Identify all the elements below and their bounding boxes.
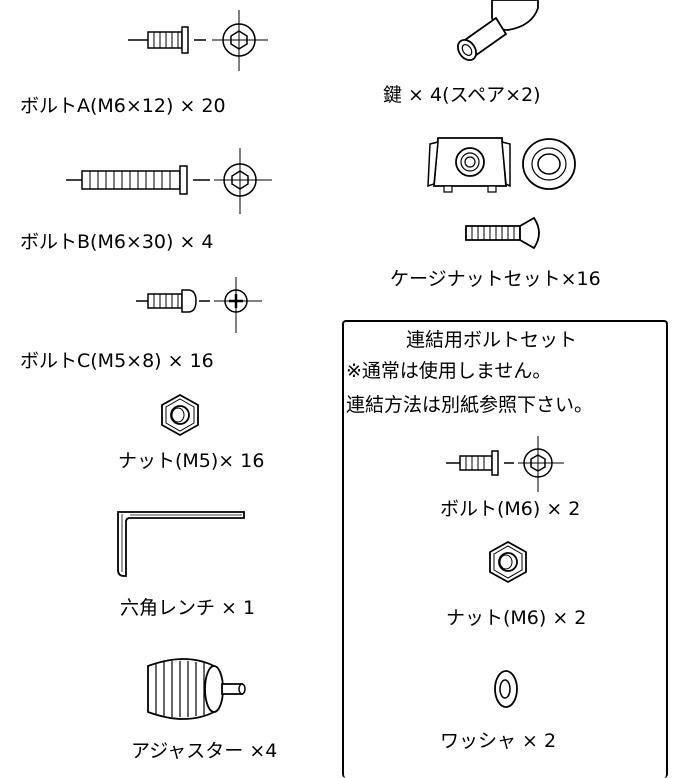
cage-nut-set-label: ケージナットセット×16 — [390, 268, 601, 290]
cage-nut-illustration — [428, 134, 512, 194]
nut-m6-illustration — [486, 540, 530, 584]
connect-box-title: 連結用ボルトセット — [406, 329, 578, 351]
nut-m6-label: ナット(M6) × 2 — [446, 607, 587, 629]
washer-illustration — [492, 668, 520, 710]
key-illustration — [452, 0, 542, 70]
adjuster-illustration — [142, 656, 254, 722]
bolt-a-label: ボルトA(M6×12) × 20 — [20, 95, 226, 117]
bolt-b-illustration — [66, 140, 280, 220]
bolt-b-label: ボルトB(M6×30) × 4 — [20, 231, 214, 253]
bolt-m6-label: ボルト(M6) × 2 — [440, 498, 581, 520]
bolt-c-illustration — [136, 275, 286, 335]
hex-wrench-illustration — [116, 510, 248, 578]
countersunk-screw-illustration — [464, 216, 548, 250]
key-label: 鍵 × 4(スペア×2) — [383, 84, 541, 106]
nut-m5-label: ナット(M5)× 16 — [118, 450, 265, 472]
adjuster-label: アジャスター ×4 — [131, 740, 278, 762]
bolt-m6-illustration — [446, 430, 566, 496]
nut-m5-illustration — [158, 393, 202, 437]
washer-label: ワッシャ × 2 — [440, 730, 557, 752]
hex-wrench-label: 六角レンチ × 1 — [120, 597, 256, 619]
bolt-c-label: ボルトC(M5×8) × 16 — [20, 350, 214, 372]
connection-bolt-set-box — [342, 320, 668, 778]
connect-box-note-2: 連結方法は別紙参照下さい。 — [346, 394, 594, 416]
bolt-a-illustration — [128, 5, 278, 75]
cage-washer-illustration — [520, 136, 578, 192]
connect-box-note-1: ※通常は使用しません。 — [346, 360, 552, 382]
